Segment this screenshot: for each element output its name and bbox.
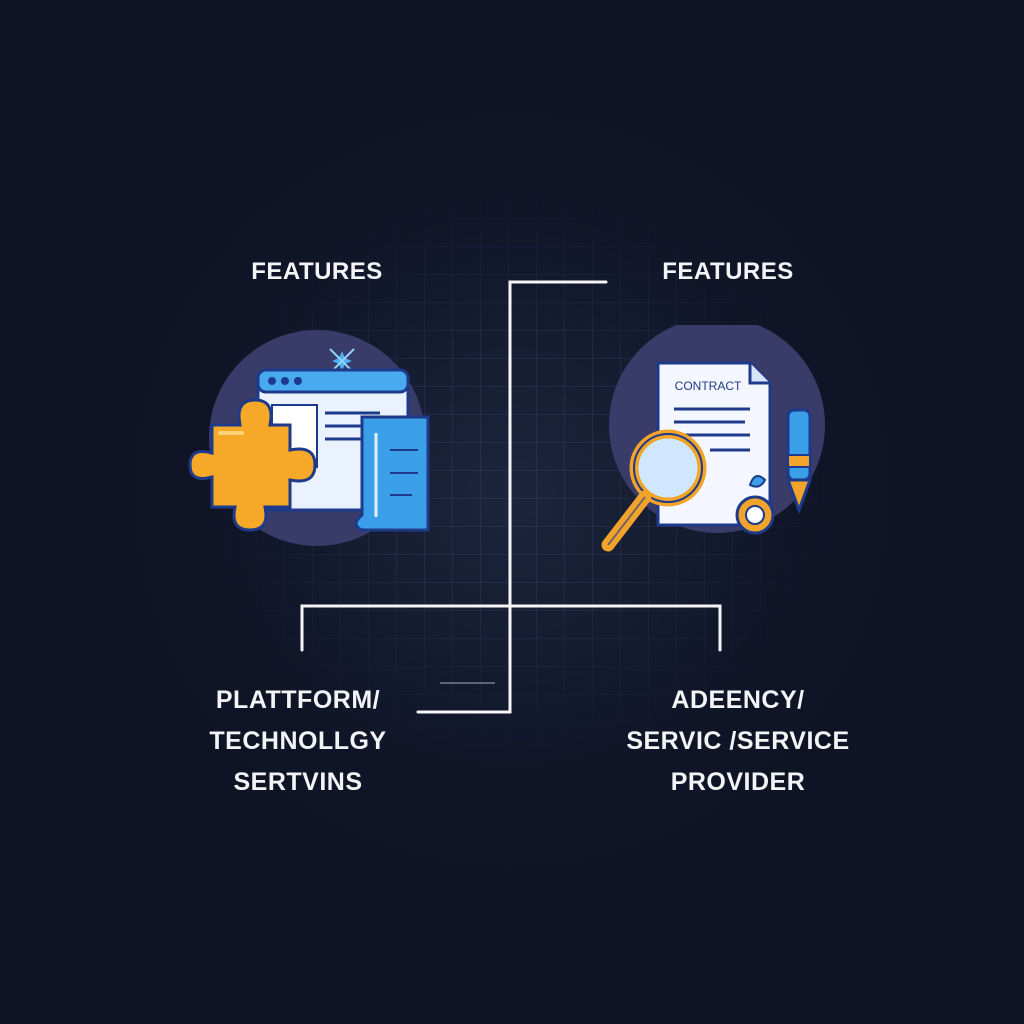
horizontal-connector — [300, 604, 722, 652]
top-connector — [416, 280, 608, 714]
right-role-line-1: ADEENCY/ — [671, 686, 805, 714]
right-role-line-2: SERVIC /SERVICE — [626, 727, 850, 755]
left-role-line-3: SERTVINS — [233, 768, 363, 796]
left-role-line-1: PLATTFORM/ — [215, 686, 381, 714]
left-feature-label: FEATURES — [251, 258, 383, 285]
left-role-line-2: TECHNOLLGY — [209, 727, 387, 755]
right-role-label: ADEENCY/ SERVIC /SERVICE PROVIDER — [622, 680, 854, 803]
contract-magnifier-icon: CONTRACT — [601, 325, 825, 552]
contract-title: CONTRACT — [675, 379, 742, 393]
right-role-line-3: PROVIDER — [670, 768, 806, 796]
left-role-label: PLATTFORM/ TECHNOLLGY SERTVINS — [182, 680, 414, 803]
right-feature-label: FEATURES — [662, 258, 794, 285]
platform-puzzle-icon — [188, 330, 430, 546]
